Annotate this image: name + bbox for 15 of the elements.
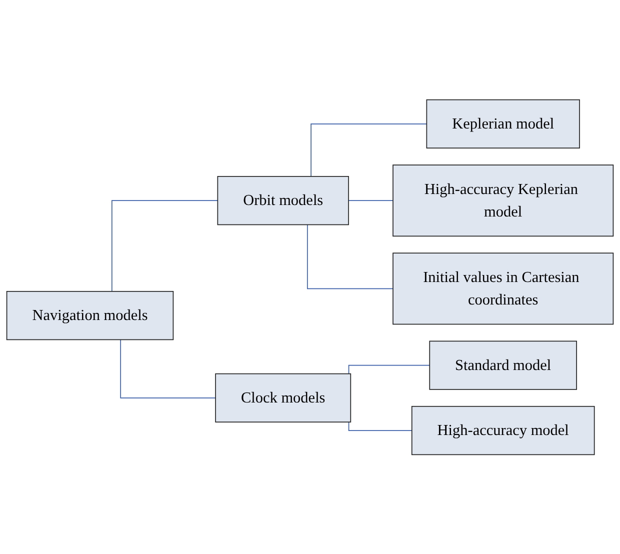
node-box: Orbit models — [217, 176, 349, 225]
connector — [348, 364, 430, 374]
node-box: High-accuracy model — [411, 406, 595, 455]
node-box: Navigation models — [6, 290, 174, 340]
node-box: Keplerian model — [426, 99, 580, 148]
connector — [120, 339, 216, 398]
connector — [348, 421, 412, 431]
node-box: Standard model — [429, 340, 577, 390]
connector — [310, 123, 428, 177]
node-box: High-accuracy Keplerian model — [392, 164, 614, 236]
connector — [348, 200, 394, 201]
connector — [111, 200, 218, 292]
node-box: Initial values in Cartesian coordinates — [392, 252, 614, 324]
connector — [307, 224, 394, 289]
node-box: Clock models — [215, 373, 352, 422]
